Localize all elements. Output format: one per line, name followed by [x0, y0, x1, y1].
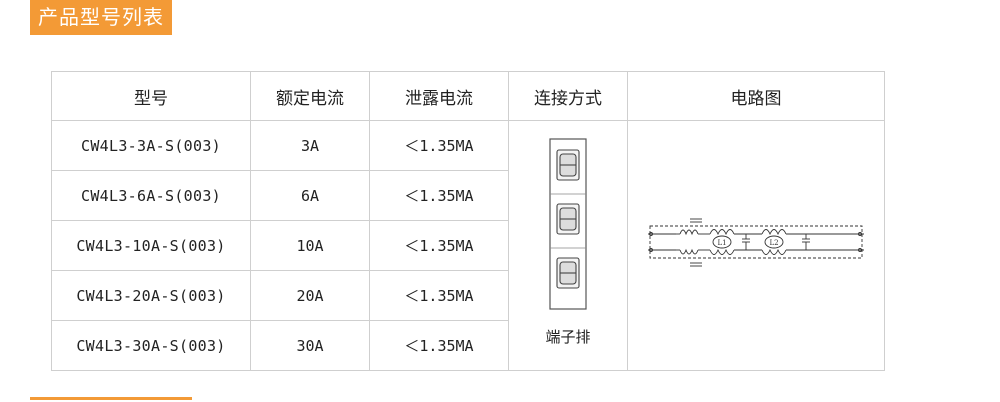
model-cell: CW4L3-20A-S(003)	[51, 270, 251, 321]
leakage-current-cell: ＜1.35MA	[369, 220, 509, 271]
model-cell: CW4L3-30A-S(003)	[51, 320, 251, 371]
leakage-current-cell: ＜1.35MA	[369, 120, 509, 171]
circuit-cell: L1 L2	[627, 120, 885, 371]
terminal-block-icon	[549, 138, 587, 310]
header-rated-current: 额定电流	[250, 71, 370, 121]
table-row: CW4L3-30A-S(003) 30A ＜1.35MA	[51, 320, 885, 371]
table-row: CW4L3-3A-S(003) 3A ＜1.35MA	[51, 120, 885, 371]
leakage-current-cell: ＜1.35MA	[369, 320, 509, 371]
model-cell: CW4L3-6A-S(003)	[51, 170, 251, 221]
leakage-current-cell: ＜1.35MA	[369, 170, 509, 221]
connection-label: 端子排	[545, 328, 591, 346]
spec-table: 型号 额定电流 泄露电流 连接方式 电路图 CW4L3-3A-S(003) 3A…	[51, 71, 885, 371]
rated-current-cell: 20A	[250, 270, 370, 321]
header-model: 型号	[51, 71, 251, 121]
section-title: 产品型号列表	[30, 0, 172, 35]
header-connection: 连接方式	[508, 71, 628, 121]
header-circuit: 电路图	[627, 71, 885, 121]
circuit-diagram-icon: L1 L2	[648, 218, 864, 266]
connection-cell: 端子排	[508, 120, 628, 371]
inductor-label-2: L2	[769, 239, 778, 247]
table-row: CW4L3-6A-S(003) 6A ＜1.35MA	[51, 170, 885, 221]
rated-current-cell: 3A	[250, 120, 370, 171]
bottom-accent-bar	[30, 397, 192, 400]
table-row: CW4L3-20A-S(003) 20A ＜1.35MA	[51, 270, 885, 321]
inductor-label-1: L1	[717, 239, 726, 247]
model-cell: CW4L3-10A-S(003)	[51, 220, 251, 271]
leakage-current-cell: ＜1.35MA	[369, 270, 509, 321]
header-row: 型号 额定电流 泄露电流 连接方式 电路图	[51, 71, 885, 121]
header-leakage-current: 泄露电流	[369, 71, 509, 121]
rated-current-cell: 30A	[250, 320, 370, 371]
model-cell: CW4L3-3A-S(003)	[51, 120, 251, 171]
rated-current-cell: 10A	[250, 220, 370, 271]
rated-current-cell: 6A	[250, 170, 370, 221]
